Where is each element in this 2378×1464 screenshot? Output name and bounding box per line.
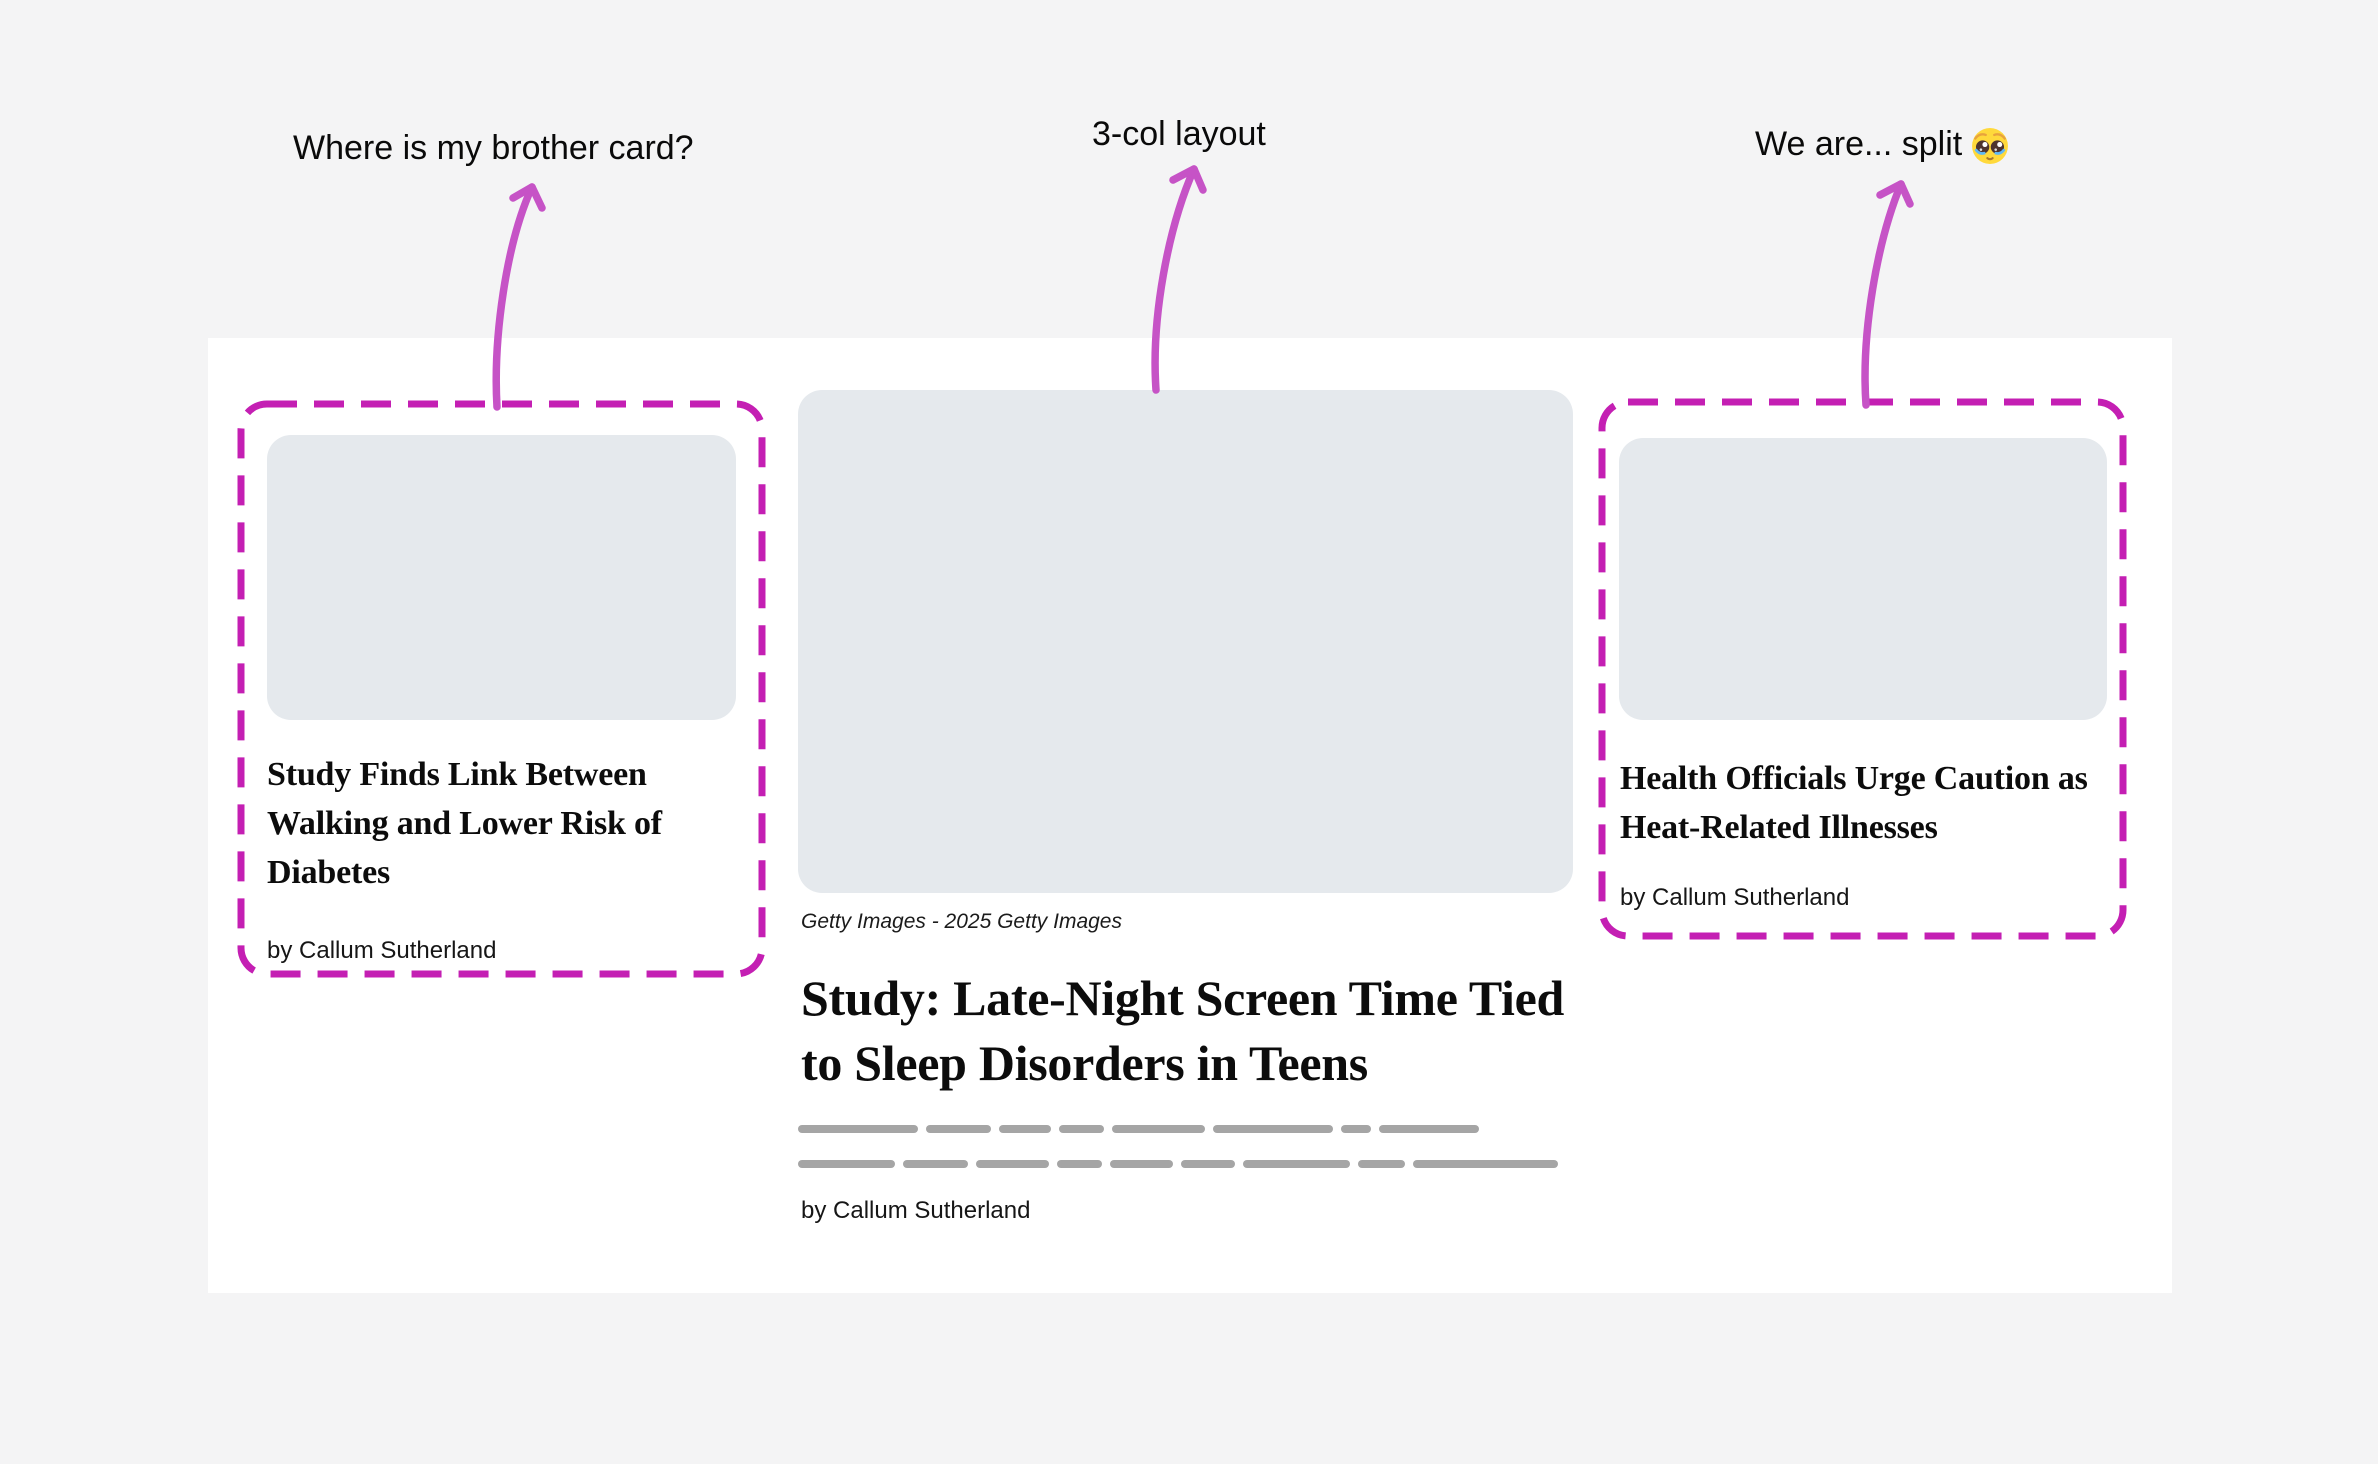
right-article-byline: by Callum Sutherland — [1620, 884, 1850, 911]
skeleton-text-bar — [999, 1125, 1051, 1133]
left-article-card[interactable]: Study Finds Link Between Walking and Low… — [237, 400, 766, 978]
right-article-headline[interactable]: Health Officials Urge Caution as Heat-Re… — [1620, 760, 2088, 846]
annotation-text: We are... split — [1755, 125, 1963, 163]
left-article-image-placeholder — [267, 435, 736, 720]
skeleton-text-bar — [903, 1160, 968, 1168]
right-article-card[interactable]: Health Officials Urge Caution as Heat-Re… — [1598, 398, 2127, 940]
arrow-to-center-column[interactable] — [1151, 165, 1207, 394]
skeleton-text-bar — [1110, 1160, 1173, 1168]
skeleton-text-bar — [1213, 1125, 1333, 1133]
pleading-face-emoji — [1972, 128, 2009, 164]
skeleton-text-bar — [1059, 1125, 1104, 1133]
skeleton-text-bar — [1341, 1125, 1371, 1133]
center-article-column: Getty Images - 2025 Getty Images Study: … — [798, 390, 1578, 1226]
skeleton-text-bar — [976, 1160, 1049, 1168]
skeleton-text-bar — [1057, 1160, 1102, 1168]
skeleton-text-row — [798, 1125, 1578, 1133]
skeleton-text-bar — [1358, 1160, 1405, 1168]
annotation-text: Where is my brother card? — [293, 129, 694, 167]
center-article-byline: by Callum Sutherland — [801, 1197, 1031, 1224]
skeleton-text-row — [798, 1160, 1578, 1168]
left-article-byline: by Callum Sutherland — [267, 937, 497, 964]
annotation-3-col-layout[interactable]: 3-col layout — [1092, 114, 1266, 154]
left-article-headline[interactable]: Study Finds Link Between Walking and Low… — [267, 756, 662, 891]
arrow-to-right-card[interactable] — [1861, 180, 1914, 409]
skeleton-text-bar — [798, 1125, 918, 1133]
skeleton-text-bar — [1181, 1160, 1235, 1168]
skeleton-text-bar — [1379, 1125, 1479, 1133]
skeleton-text-bar — [1243, 1160, 1350, 1168]
annotation-text: 3-col layout — [1092, 115, 1266, 153]
image-credit-caption: Getty Images - 2025 Getty Images — [801, 910, 1122, 933]
right-article-image-placeholder — [1619, 438, 2107, 720]
center-article-headline[interactable]: Study: Late-Night Screen Time Tied to Sl… — [801, 970, 1565, 1091]
skeleton-text-bar — [1413, 1160, 1558, 1168]
annotation-where-is-my-brother-card[interactable]: Where is my brother card? — [293, 128, 694, 168]
skeleton-text-bar — [1112, 1125, 1205, 1133]
arrow-to-left-card[interactable] — [492, 183, 546, 411]
annotation-we-are-split[interactable]: We are... split — [1755, 124, 2009, 164]
skeleton-text-bar — [798, 1160, 895, 1168]
center-article-image-placeholder — [798, 390, 1573, 893]
skeleton-text-bar — [926, 1125, 991, 1133]
